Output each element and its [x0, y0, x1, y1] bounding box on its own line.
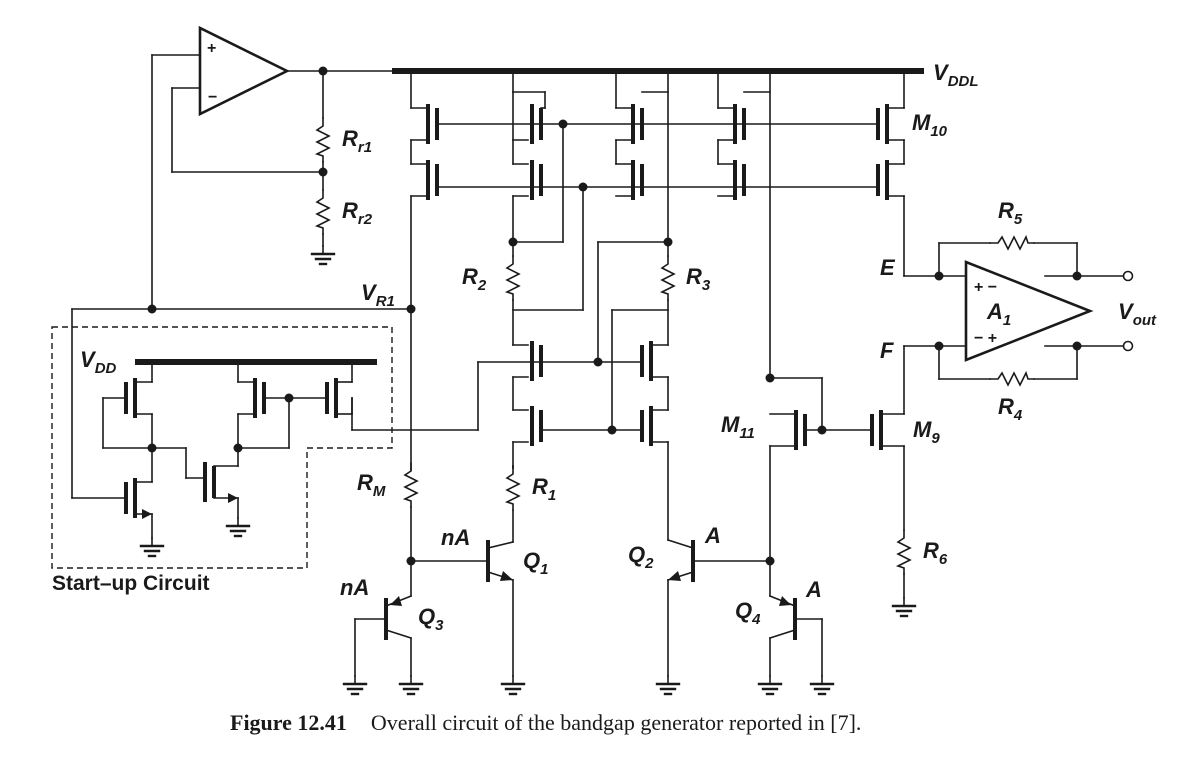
rm-label: RM [357, 470, 386, 500]
rr2-label: Rr2 [342, 198, 373, 228]
rr1-label: Rr1 [342, 126, 372, 156]
resistor-r5 [989, 236, 1035, 250]
q1-area-label: nA [441, 525, 470, 550]
resistor-r6 [897, 529, 911, 575]
q4-label: Q4 [735, 598, 761, 628]
vdd-label: VDD [80, 347, 117, 377]
bandgap-schematic: + − [51, 25, 1157, 696]
figure-caption-text: Overall circuit of the bandgap generator… [370, 710, 862, 735]
figure-number: Figure 12.41 [230, 710, 347, 735]
m11-label: M11 [721, 412, 755, 442]
startup-boundary [51, 326, 393, 569]
resistor-rm [404, 462, 418, 508]
node-e-label: E [880, 255, 896, 280]
m10-label: M10 [912, 110, 948, 140]
pmos-array [410, 70, 967, 471]
q2-area-label: A [704, 523, 721, 548]
q2-label: Q2 [628, 542, 654, 572]
resistor-r3 [661, 255, 675, 301]
r5-label: R5 [998, 198, 1023, 228]
divider-resistors [310, 70, 336, 266]
resistor-rr2 [316, 189, 330, 235]
nmos-cascode [351, 309, 669, 541]
node-f-label: F [880, 338, 894, 363]
resistor-r1 [506, 465, 520, 511]
vddl-label: VDDL [933, 60, 979, 90]
startup-circuit [51, 308, 393, 569]
resistor-r4 [989, 372, 1035, 386]
r1-label: R1 [532, 474, 556, 504]
labels: VDDL VDD VR1 Rr1 Rr2 R2 R3 R1 RM R6 R5 R… [52, 60, 1157, 634]
m11-m9 [769, 345, 967, 618]
r1-q1-branch [410, 465, 526, 696]
opamp-plus-sign: + [207, 40, 216, 57]
m9-label: M9 [913, 417, 940, 447]
opamp-triangle [198, 25, 290, 117]
resistor-rr1 [316, 117, 330, 163]
r2-r3-branch [506, 241, 675, 367]
q1-label: Q1 [523, 548, 548, 578]
a1-top-signs: + − [974, 279, 997, 296]
a1-triangle [964, 260, 1094, 362]
rm-q3-branch [151, 304, 424, 696]
q4-area-label: A [805, 577, 822, 602]
r3-label: R3 [686, 264, 711, 294]
startup-label: Start–up Circuit [52, 572, 210, 595]
q3-label: Q3 [418, 604, 444, 634]
reference-opamp: + − [147, 25, 393, 314]
r6-label: R6 [923, 538, 948, 568]
a1-label: A1 [986, 299, 1011, 329]
opamp-minus-sign: − [208, 89, 217, 106]
q3-area-label: nA [340, 575, 369, 600]
vout-label: Vout [1118, 299, 1157, 329]
r2-label: R2 [462, 264, 487, 294]
vr1-label: VR1 [361, 280, 395, 310]
r4-label: R4 [998, 394, 1023, 424]
q4-branch [757, 560, 835, 696]
output-amplifier: + − − + [934, 236, 1134, 386]
resistor-r2 [506, 255, 520, 301]
figure-caption: Figure 12.41 Overall circuit of the bandg… [230, 710, 1130, 736]
a1-bottom-signs: − + [974, 330, 997, 347]
